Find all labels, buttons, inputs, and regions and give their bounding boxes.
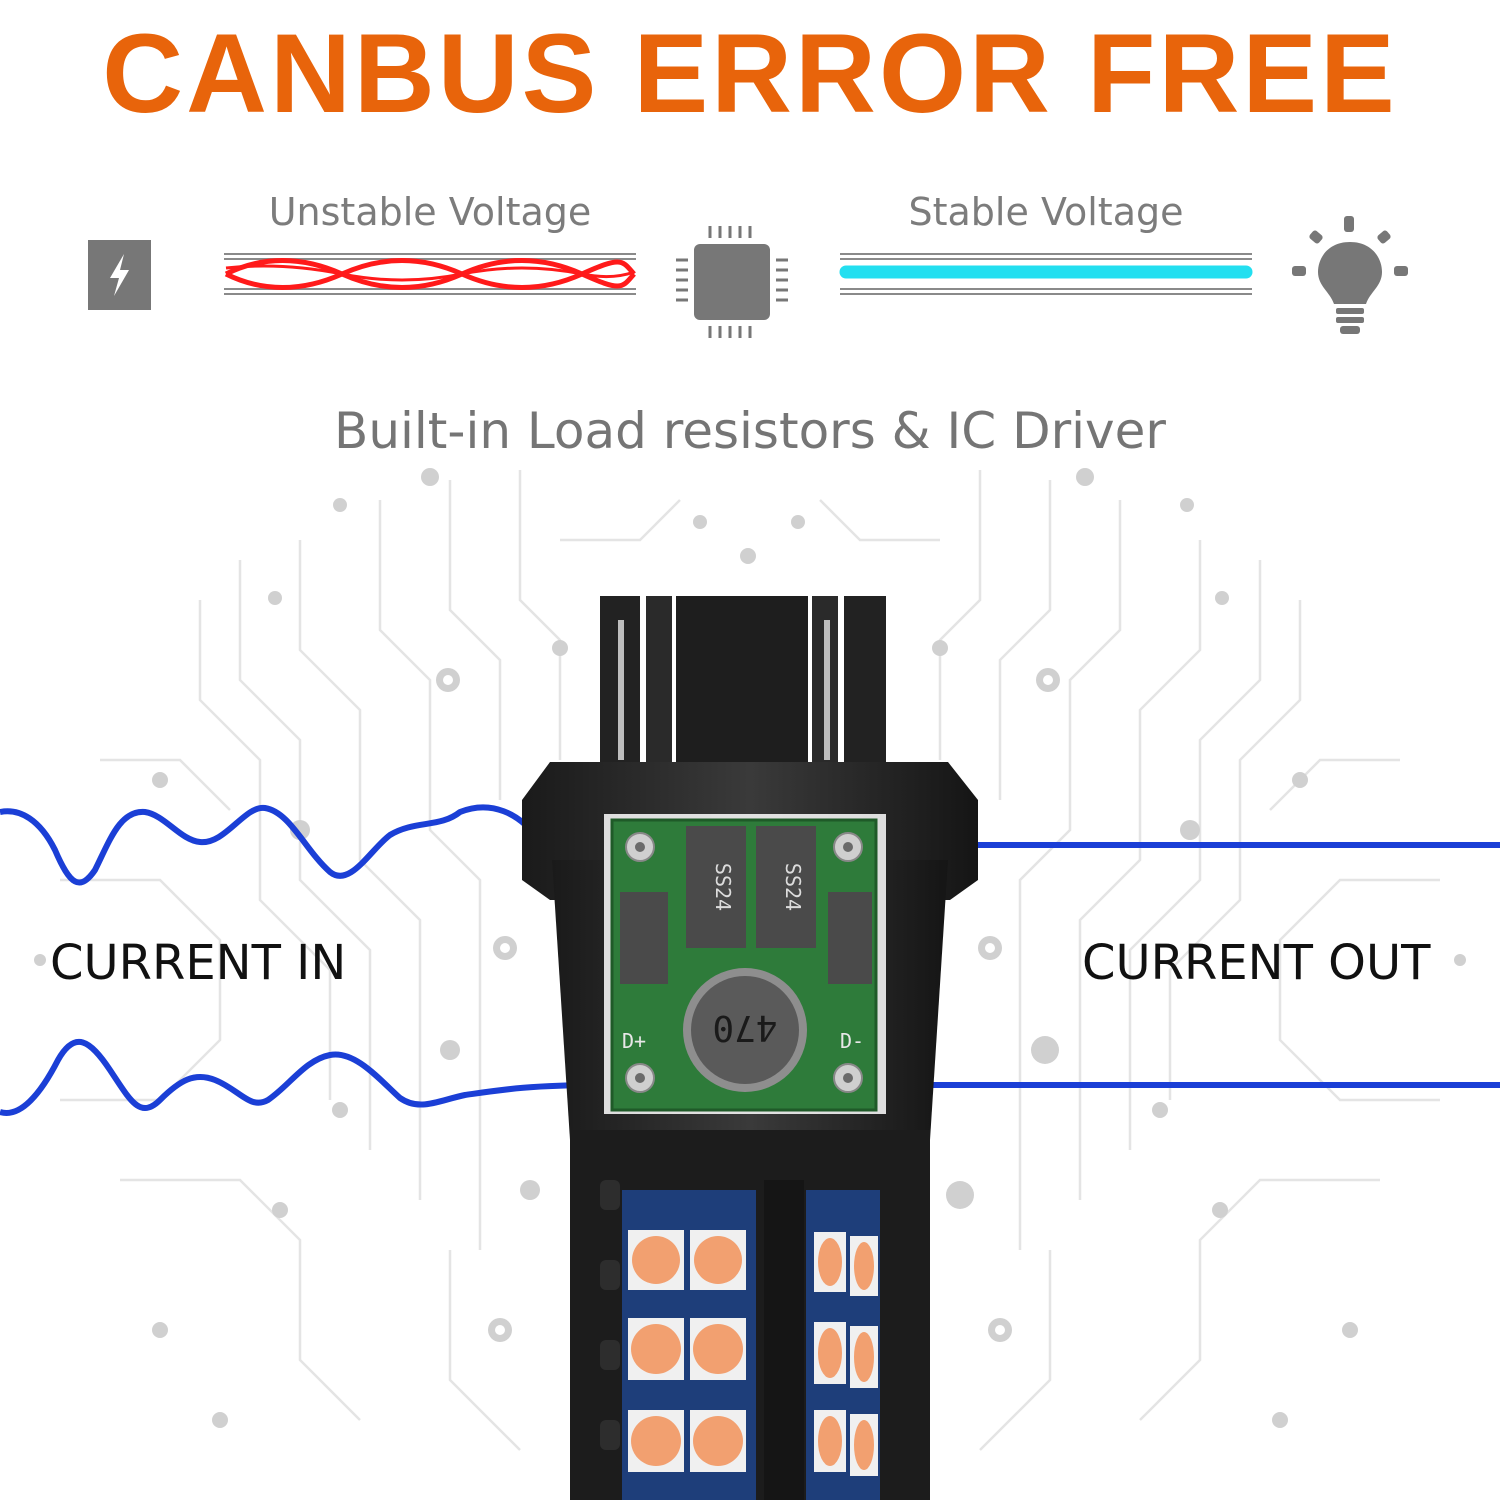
chip-label-1: SS24 (711, 863, 735, 911)
lightning-icon (88, 240, 151, 310)
pad-label-negative: D- (840, 1029, 864, 1053)
inductor-label: 470 (712, 1007, 777, 1048)
current-out-label: CURRENT OUT (1082, 935, 1431, 991)
chip-label-2: SS24 (781, 863, 805, 911)
stable-voltage-line (839, 253, 1253, 295)
led-chips (628, 1230, 878, 1476)
current-in-label: CURRENT IN (50, 935, 347, 991)
circuit-background (34, 468, 1466, 1451)
headline: CANBUS ERROR FREE (102, 11, 1398, 136)
led-bulb: SS24 SS24 470 D+ D- (522, 596, 978, 1500)
unstable-voltage-label: Unstable Voltage (268, 190, 592, 234)
chip-icon (676, 226, 788, 338)
stable-voltage-label: Stable Voltage (908, 190, 1184, 234)
feature-subtitle: Built-in Load resistors & IC Driver (334, 402, 1166, 460)
current-waves (0, 804, 1500, 1116)
light-bulb-icon (1292, 216, 1408, 334)
current-in-wave-bottom (0, 1038, 601, 1116)
current-in-wave-top (0, 804, 601, 886)
unstable-voltage-wave (224, 253, 636, 295)
pad-label-positive: D+ (622, 1029, 646, 1053)
